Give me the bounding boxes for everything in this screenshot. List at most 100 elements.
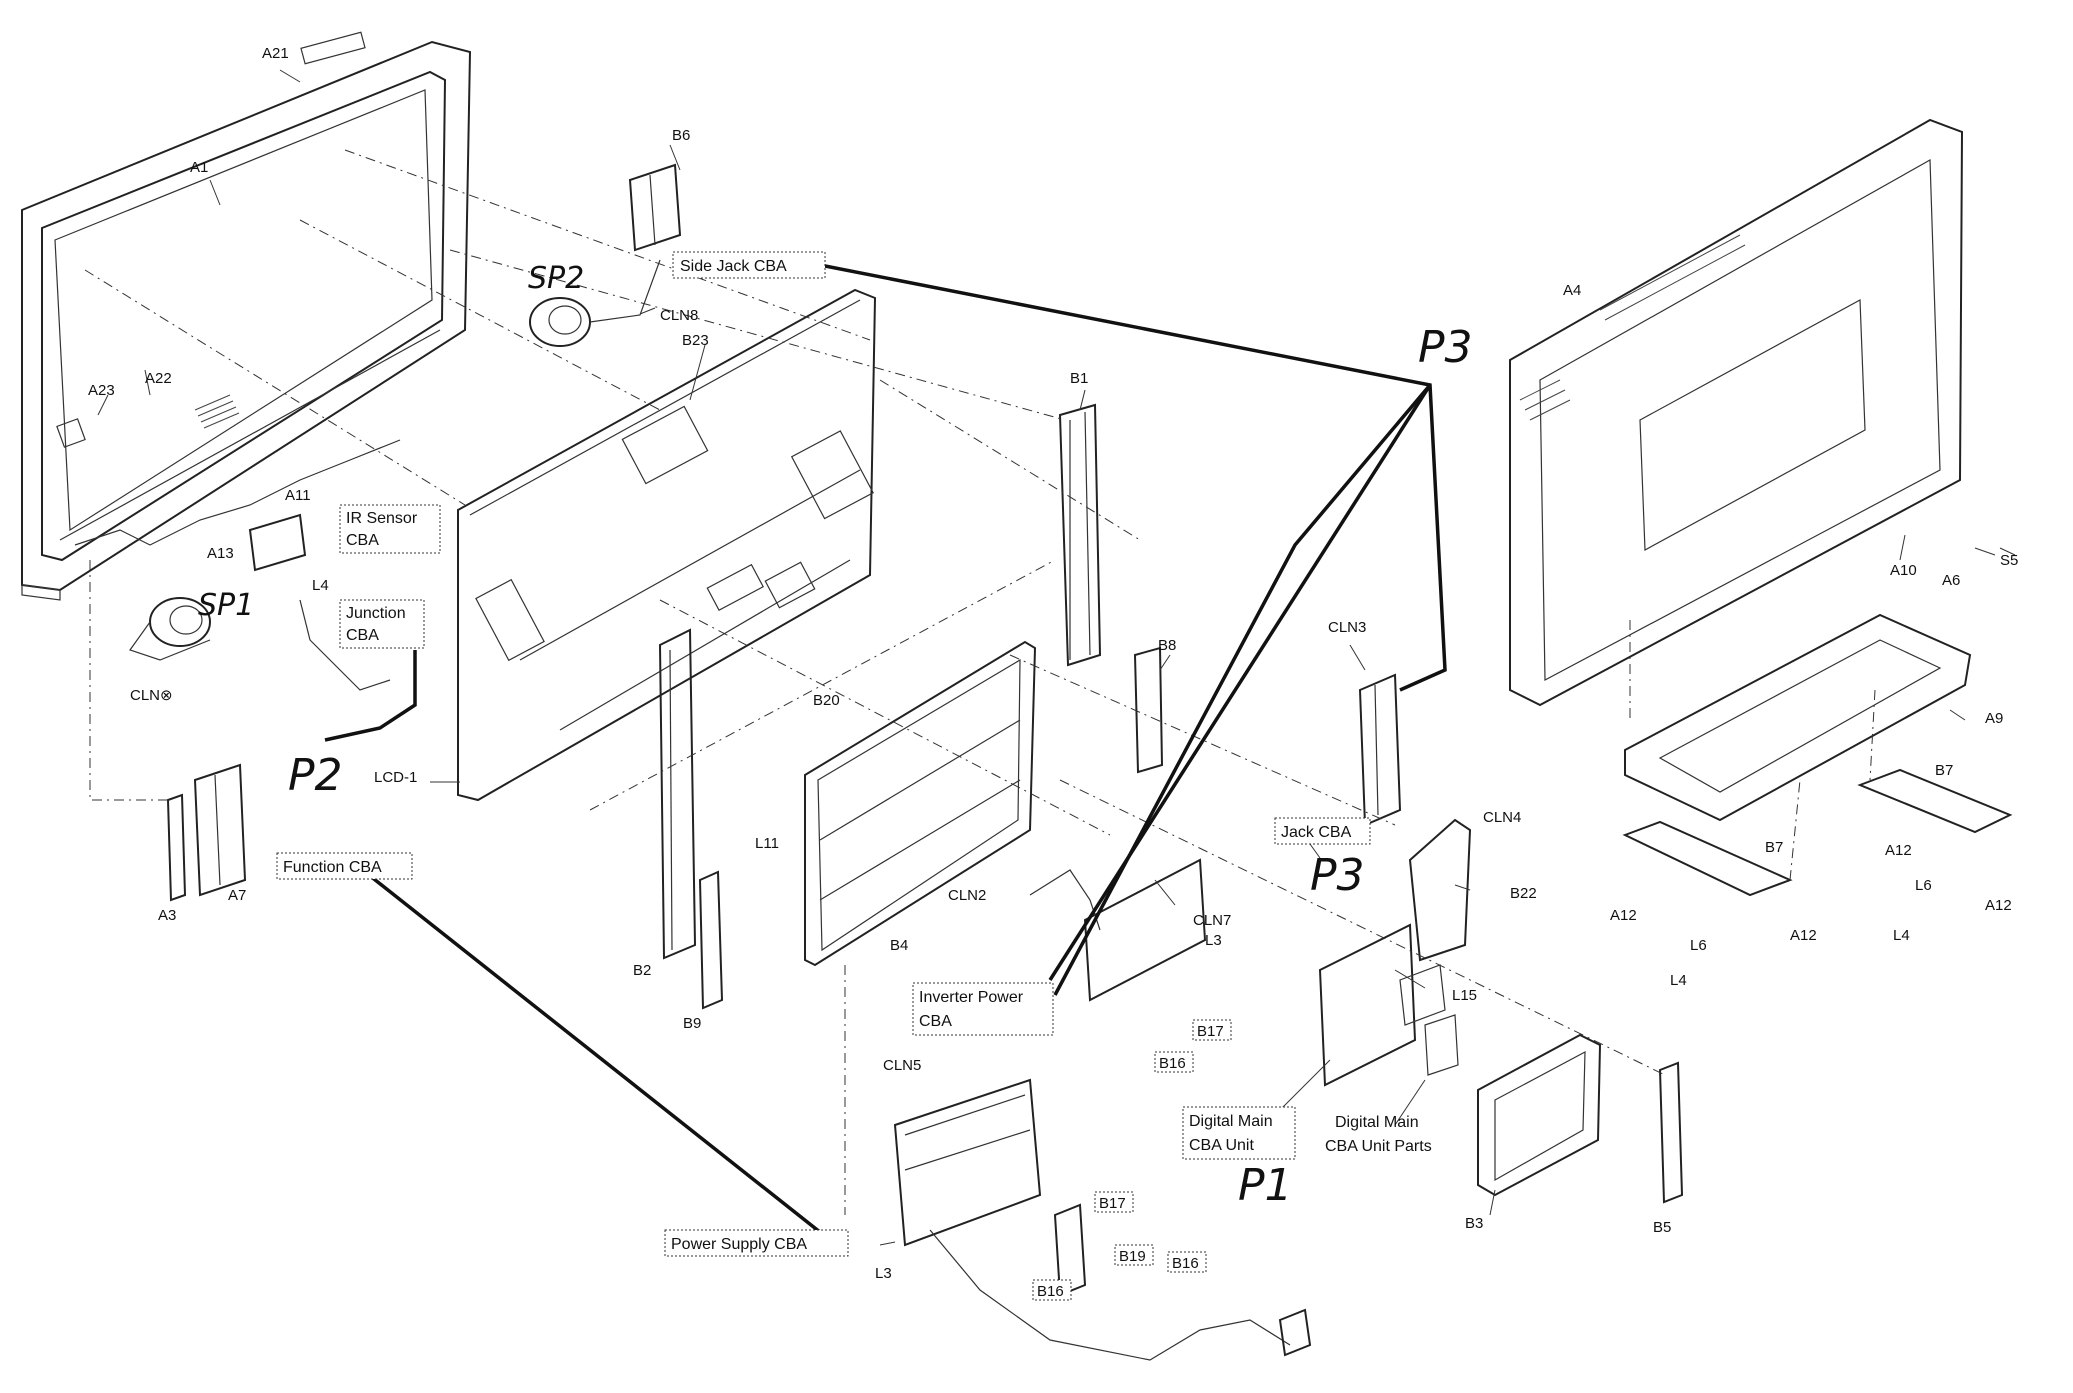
label-a13: A13 xyxy=(207,545,234,562)
chassis-plate-b4 xyxy=(804,640,1037,967)
label-b19: B19 xyxy=(1119,1248,1146,1265)
label-b16b: B16 xyxy=(1172,1255,1199,1272)
label-b7a: B7 xyxy=(1935,762,1953,779)
label-l11: L11 xyxy=(755,835,779,852)
box-junction-1: Junction xyxy=(346,605,406,622)
label-b23: B23 xyxy=(682,332,709,349)
box-inverter-2: CBA xyxy=(919,1013,952,1030)
label-b7b: B7 xyxy=(1765,839,1783,856)
box-digital-unit-2: CBA Unit xyxy=(1189,1137,1254,1154)
label-a12b: A12 xyxy=(1985,897,2012,914)
stand-bracket-b7-left xyxy=(1622,820,1793,897)
label-a9: A9 xyxy=(1985,710,2003,727)
handwritten-annotations: SP1 SP2 P1 P2 P3 P3 xyxy=(198,261,1473,1211)
box-junction-2: CBA xyxy=(346,627,379,644)
label-lcd1: LCD-1 xyxy=(374,769,417,786)
label-cln4: CLN4 xyxy=(1483,809,1521,826)
label-b6: B6 xyxy=(672,127,690,144)
bracket-b5 xyxy=(1658,1061,1684,1204)
bracket-b9 xyxy=(698,870,724,1010)
box-function: Function CBA xyxy=(283,859,382,876)
speaker-sp1 xyxy=(129,597,211,661)
label-a12a: A12 xyxy=(1885,842,1912,859)
box-digital-parts-1: Digital Main xyxy=(1335,1114,1419,1131)
label-a3: A3 xyxy=(158,907,176,924)
box-digital-unit-1: Digital Main xyxy=(1189,1113,1273,1130)
label-a12d: A12 xyxy=(1790,927,1817,944)
label-b8: B8 xyxy=(1158,637,1176,654)
stand-a9 xyxy=(1624,613,1972,822)
box-jack: Jack CBA xyxy=(1281,824,1352,841)
box-ir-sensor-2: CBA xyxy=(346,532,379,549)
digital-main-board xyxy=(1318,923,1459,1087)
label-b20: B20 xyxy=(813,692,840,709)
hand-p3b: P3 xyxy=(1310,850,1365,901)
label-l15: L15 xyxy=(1452,987,1477,1004)
bracket-b8 xyxy=(1133,646,1164,774)
box-digital-parts-2: CBA Unit Parts xyxy=(1325,1138,1432,1155)
label-l4a: L4 xyxy=(312,577,329,594)
label-l3a: L3 xyxy=(1205,932,1222,949)
box-power-supply: Power Supply CBA xyxy=(671,1236,807,1253)
bracket-b1 xyxy=(1058,403,1102,667)
hand-p2: P2 xyxy=(288,750,343,801)
label-a4: A4 xyxy=(1563,282,1581,299)
ir-sensor-part xyxy=(248,513,391,691)
hand-p3a: P3 xyxy=(1418,322,1473,373)
part-a3 xyxy=(166,793,187,902)
stand-bracket-b7-right xyxy=(1857,768,2013,834)
bracket-b2 xyxy=(658,628,697,960)
label-a11: A11 xyxy=(285,487,311,504)
label-l3b: L3 xyxy=(875,1265,892,1282)
ref-boxes-small: B17 B16 B17 B19 B16 B16 xyxy=(1032,1019,1232,1301)
label-l4b: L4 xyxy=(1893,927,1910,944)
label-b4: B4 xyxy=(890,937,908,954)
box-ir-sensor-1: IR Sensor xyxy=(346,510,418,527)
label-b1: B1 xyxy=(1070,370,1088,387)
label-l4c: L4 xyxy=(1670,972,1687,989)
hand-sp1: SP1 xyxy=(198,588,254,623)
label-b16c: B16 xyxy=(1037,1283,1064,1300)
label-cln7: CLN7 xyxy=(1193,912,1231,929)
label-a7: A7 xyxy=(228,887,246,904)
label-cln3: CLN3 xyxy=(1328,619,1366,636)
hand-p1: P1 xyxy=(1238,1160,1293,1211)
shield-b3 xyxy=(1477,1033,1602,1197)
bracket-b22 xyxy=(1408,818,1472,962)
box-inverter-1: Inverter Power xyxy=(919,989,1024,1006)
label-b17b: B17 xyxy=(1099,1195,1126,1212)
rear-cabinet-a4 xyxy=(1509,118,1964,707)
label-a23: A23 xyxy=(88,382,115,399)
label-b2: B2 xyxy=(633,962,651,979)
inverter-power-board xyxy=(1029,858,1207,1002)
label-b16a: B16 xyxy=(1159,1055,1186,1072)
label-a10: A10 xyxy=(1890,562,1917,579)
hand-sp2: SP2 xyxy=(528,261,584,296)
assembly-guides xyxy=(84,149,1876,1215)
label-b5: B5 xyxy=(1653,1219,1671,1236)
label-cln2: CLN2 xyxy=(948,887,986,904)
label-b3: B3 xyxy=(1465,1215,1483,1232)
label-cln8: CLN8 xyxy=(660,307,698,324)
label-a1: A1 xyxy=(190,159,208,176)
label-b22: B22 xyxy=(1510,885,1537,902)
label-b17a: B17 xyxy=(1197,1023,1224,1040)
leader-lines xyxy=(97,69,2016,1246)
speaker-sp2 xyxy=(529,259,661,347)
label-l6a: L6 xyxy=(1915,877,1932,894)
power-supply-board xyxy=(893,1078,1312,1361)
handwritten-wires xyxy=(324,263,1447,1242)
label-cln9: CLN⊗ xyxy=(130,687,173,704)
front-bezel-a1 xyxy=(21,31,472,601)
label-cln5: CLN5 xyxy=(883,1057,921,1074)
box-side-jack: Side Jack CBA xyxy=(680,258,787,275)
part-labels: A21 A1 A22 A23 A11 A13 L4 CLN⊗ A3 A7 LCD… xyxy=(88,45,2018,1282)
label-a12c: A12 xyxy=(1610,907,1637,924)
label-b9: B9 xyxy=(683,1015,701,1032)
bracket-b6 xyxy=(628,163,682,252)
label-a22: A22 xyxy=(145,370,172,387)
label-a21: A21 xyxy=(262,45,289,62)
ref-boxes-large: Side Jack CBA IR Sensor CBA Junction CBA… xyxy=(276,251,1432,1257)
function-board-a7 xyxy=(193,763,247,897)
